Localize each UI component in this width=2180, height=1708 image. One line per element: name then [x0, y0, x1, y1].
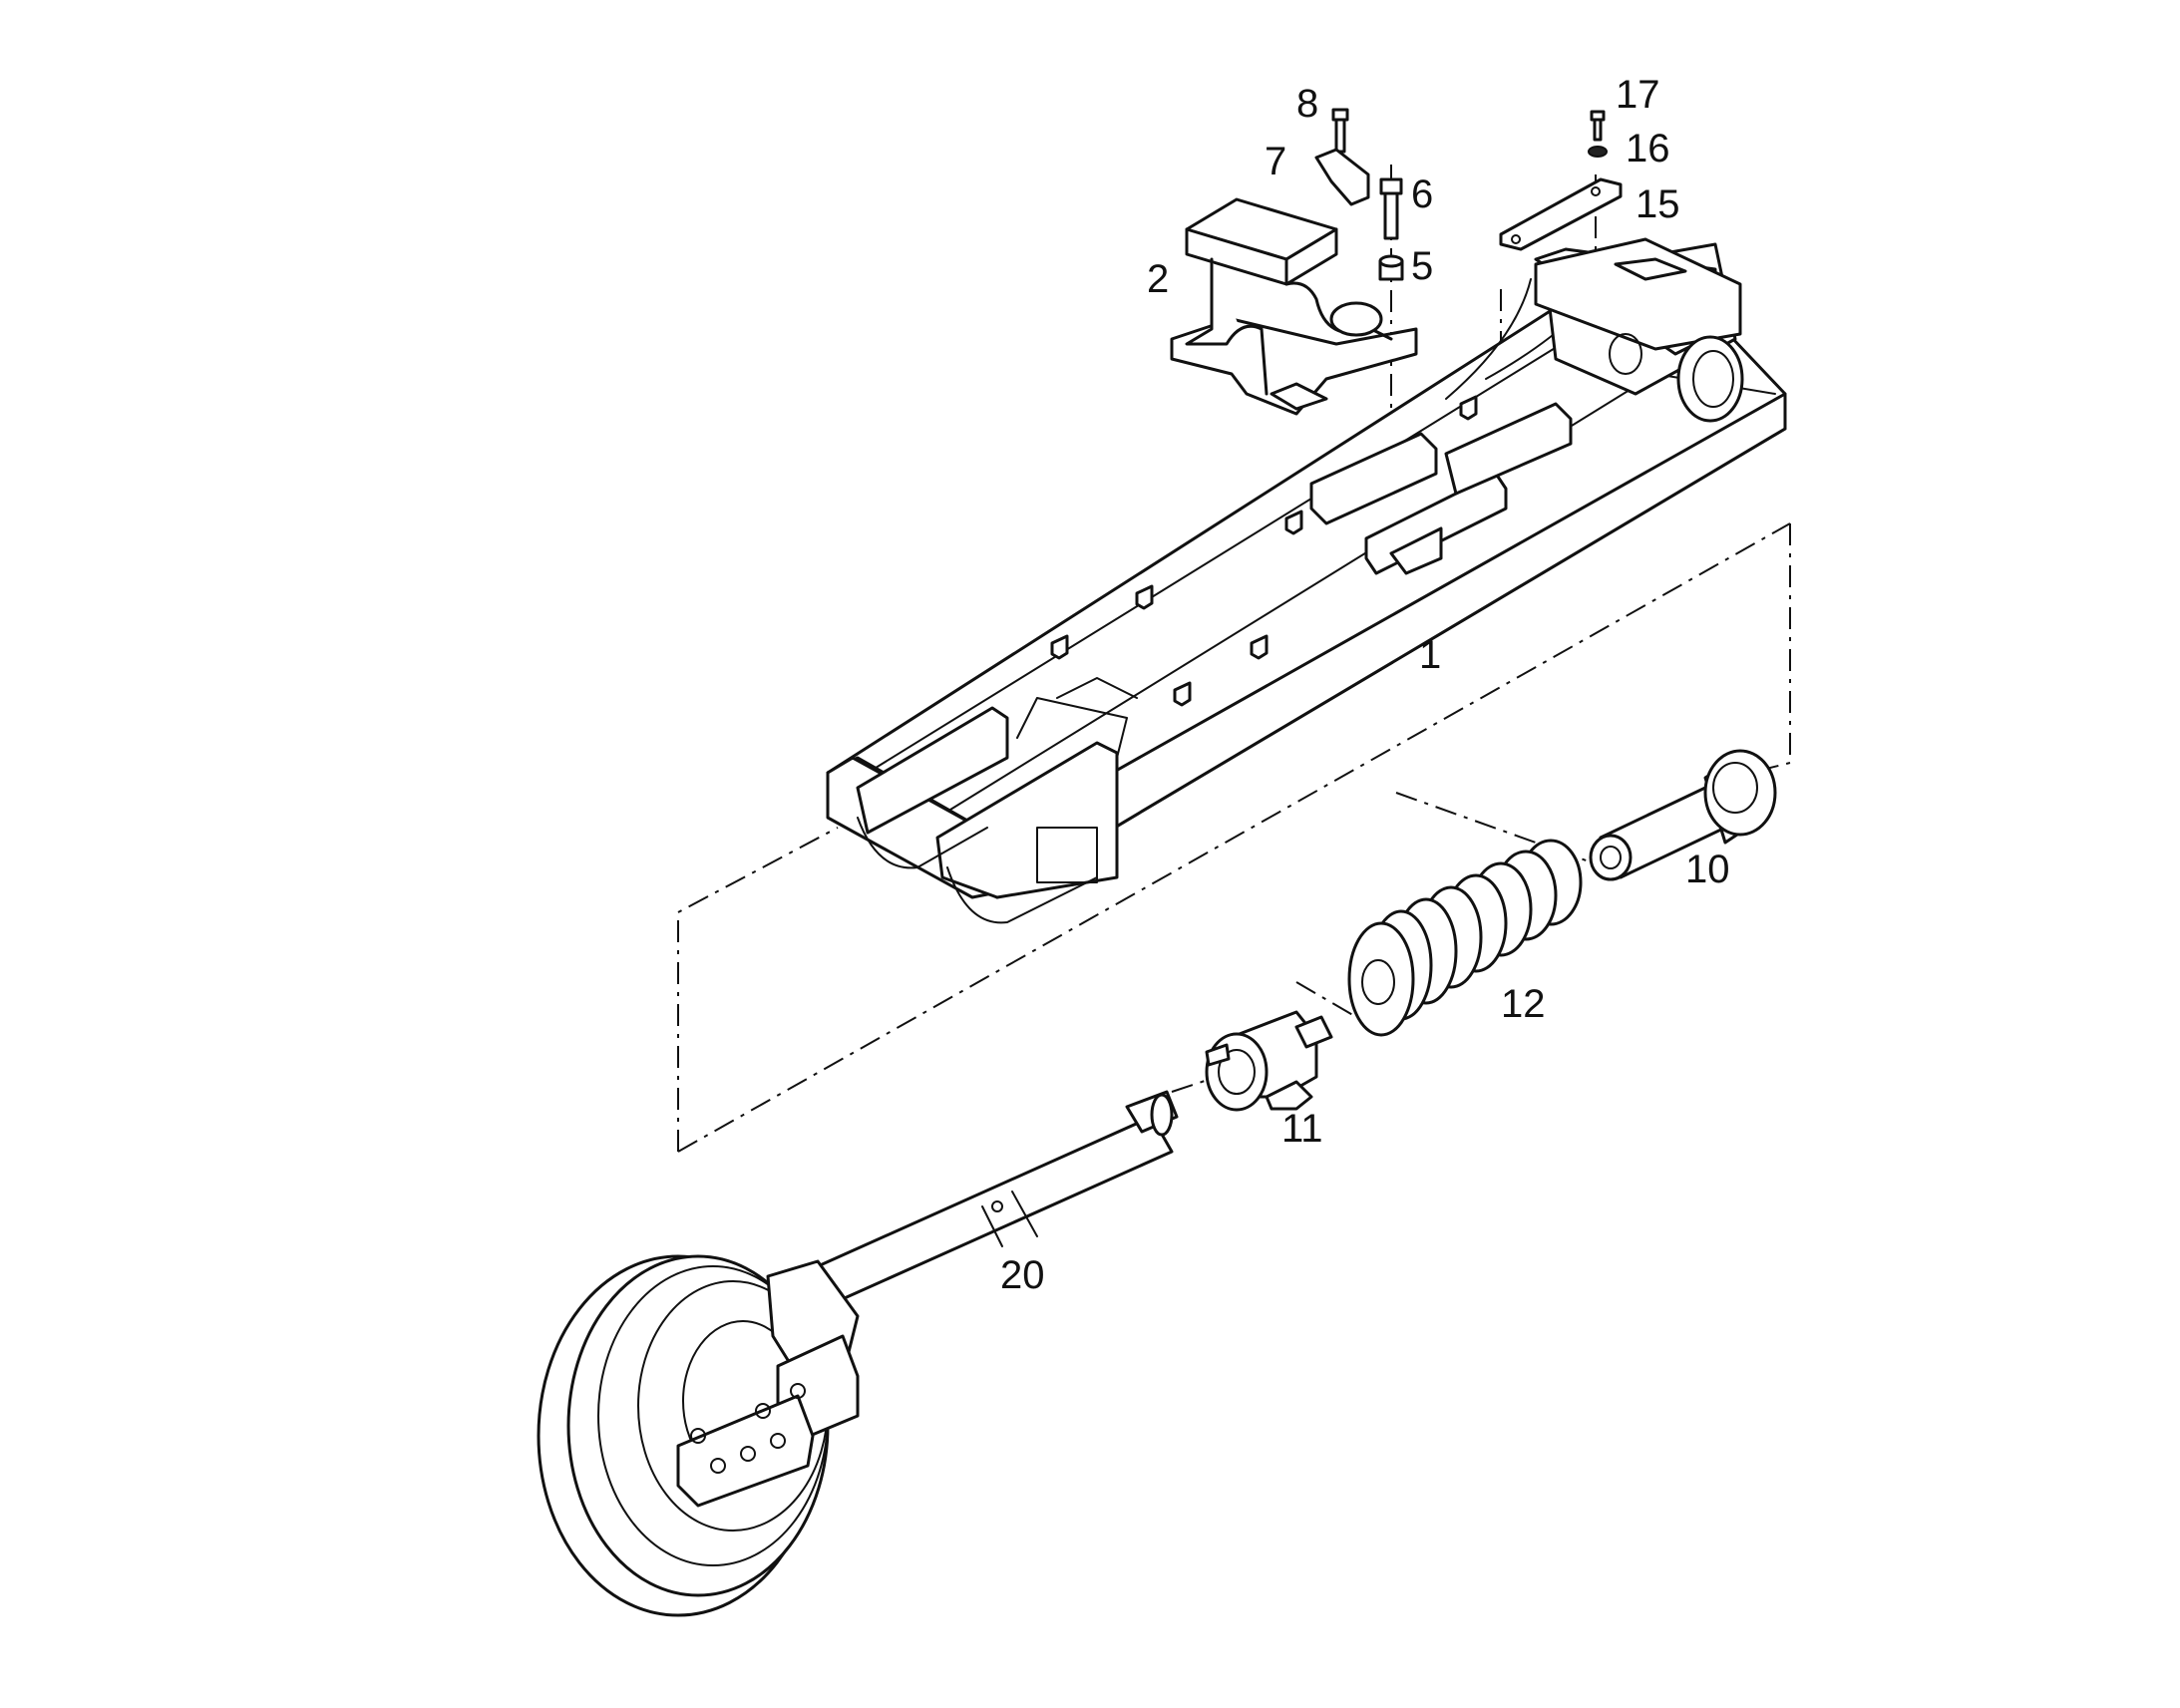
callout-11: 11: [1281, 1107, 1323, 1151]
fastener-set-5-8: [1314, 108, 1404, 281]
callout-1: 1: [1419, 633, 1441, 677]
spring-holder-11: [1205, 1010, 1333, 1112]
recoil-spring-12: [1347, 839, 1583, 1037]
nut-5: [1378, 254, 1404, 281]
callout-7: 7: [1265, 140, 1286, 183]
callout-8: 8: [1296, 82, 1318, 126]
clamp-7: [1314, 148, 1370, 206]
callout-12: 12: [1501, 982, 1546, 1026]
callout-2: 2: [1147, 257, 1169, 301]
callout-6: 6: [1411, 172, 1433, 216]
idler-assembly-20: [537, 1090, 1179, 1617]
callout-16: 16: [1626, 127, 1670, 171]
callout-labels: 1 2 5 6 7 8 10 11 12 15 16 17 20: [1000, 73, 1730, 1297]
strap-plate-15: [1499, 177, 1623, 251]
washer-16: [1588, 146, 1608, 158]
callout-5: 5: [1411, 244, 1433, 288]
bearing-bracket: [1170, 197, 1418, 416]
callout-20: 20: [1000, 1253, 1045, 1297]
frame-brackets: [1050, 395, 1478, 707]
bolt-8: [1331, 108, 1349, 154]
fastener-set-15-17: [1499, 110, 1623, 251]
callout-15: 15: [1635, 182, 1680, 226]
bolt-17: [1590, 110, 1606, 142]
hub-bolts: [690, 1383, 806, 1474]
callout-10: 10: [1685, 848, 1730, 891]
main-frame: [826, 237, 1787, 924]
spring-rod-10: [1589, 749, 1777, 881]
bolt-6: [1379, 177, 1403, 240]
callout-17: 17: [1616, 73, 1660, 117]
